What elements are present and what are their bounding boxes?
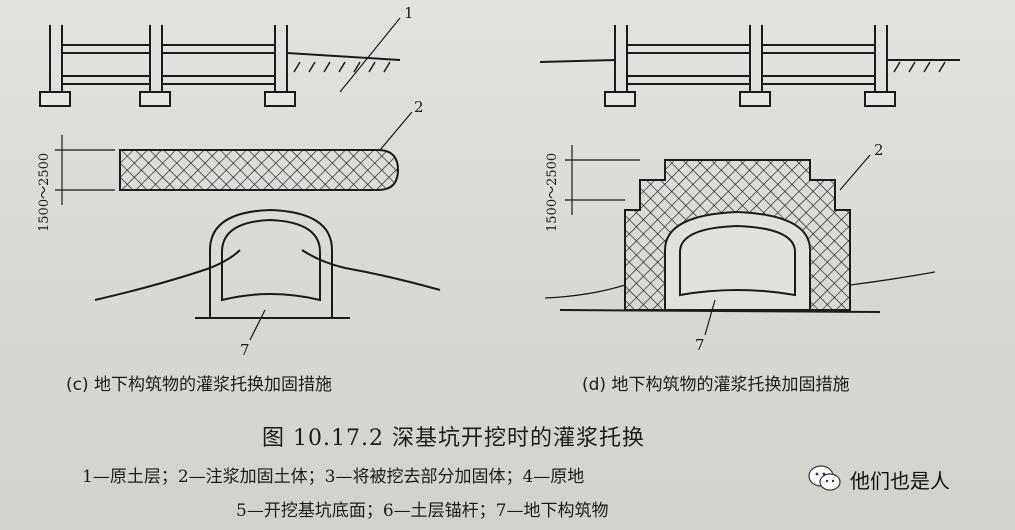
building-frame-d (539, 25, 960, 107)
building-frame-c (39, 17, 401, 107)
dimension-d: 1500～2500 (545, 153, 560, 232)
wechat-icon (808, 465, 841, 491)
label-c-7: 7 (240, 341, 250, 359)
subcaption-c: (c) 地下构筑物的灌浆托换加固措施 (66, 375, 333, 395)
subcaption-d: (d) 地下构筑物的灌浆托换加固措施 (582, 375, 850, 395)
dimension-c: 1500～2500 (37, 153, 52, 232)
grout-envelope-d (544, 145, 936, 336)
figure-drawing: 1 2 7 2 7 1500～2500 1500～2500 (37, 4, 960, 359)
watermark-text: 他们也是人 (850, 468, 950, 493)
grout-slab-c (55, 111, 413, 205)
label-d-7: 7 (695, 336, 705, 354)
watermark: 他们也是人 (808, 464, 950, 494)
label-c-2: 2 (414, 98, 424, 116)
legend-line-1: 1—原土层；2—注浆加固土体；3—将被挖去部分加固体；4—原地 (82, 467, 585, 487)
figure-title: 图 10.17.2 深基坑开挖时的灌浆托换 (262, 426, 645, 451)
underground-structure-c (94, 208, 441, 341)
legend-line-2: 5—开挖基坑底面；6—土层锚杆；7—地下构筑物 (236, 501, 609, 521)
label-c-1: 1 (404, 4, 414, 22)
label-d-2: 2 (874, 141, 884, 159)
